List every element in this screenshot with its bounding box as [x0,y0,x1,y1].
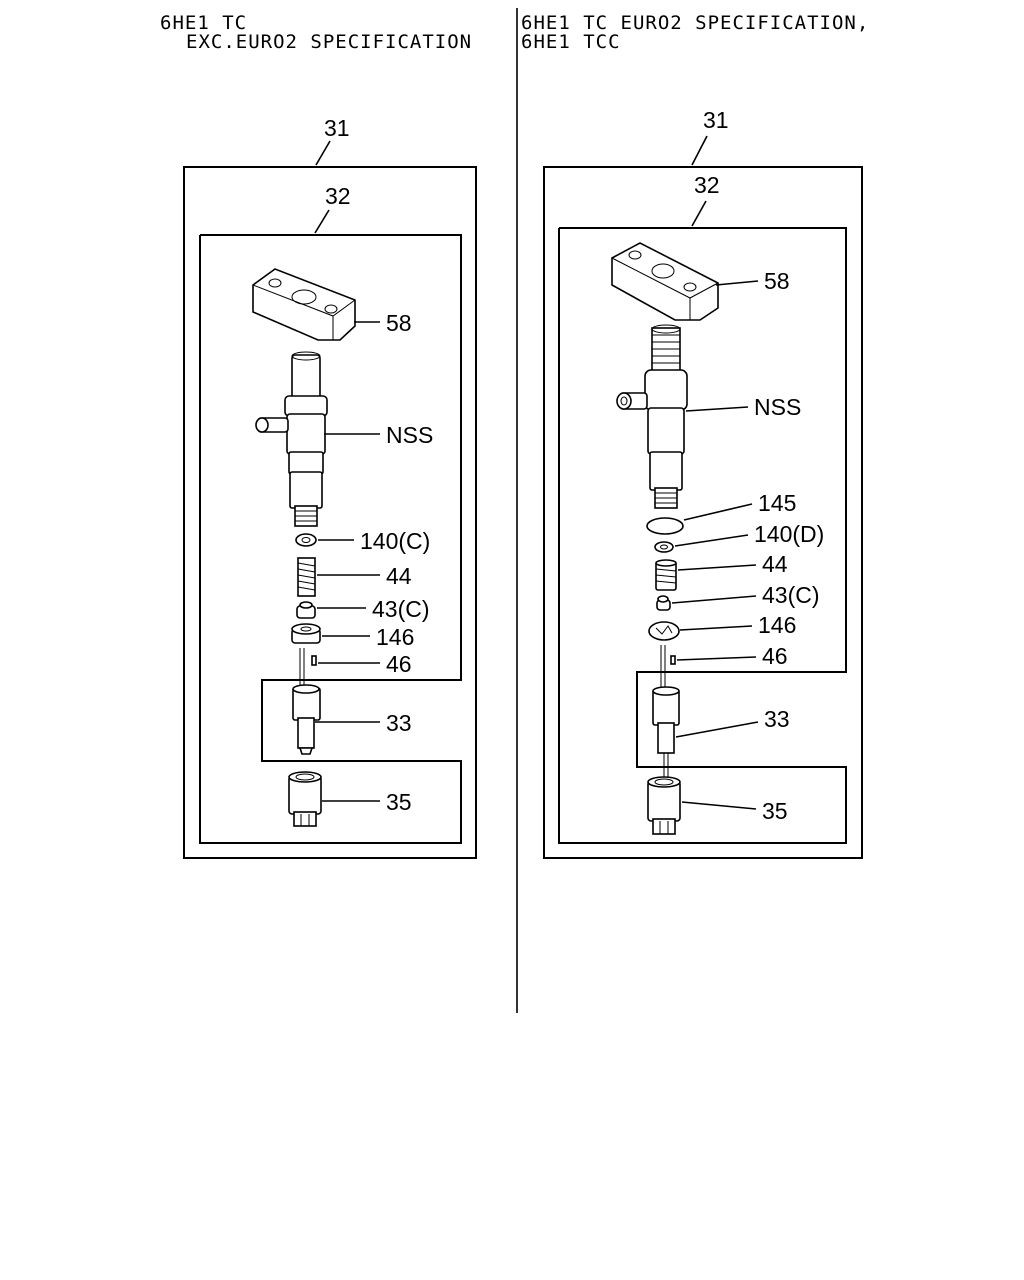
left-assembly-box [183,166,477,859]
left-label-washer: 140(C) [360,528,430,554]
left-label-bracket: 58 [386,310,412,336]
right-label-body: NSS [754,394,801,420]
right-header-line2: 6HE1 TCC [521,31,621,53]
right-label-bracket: 58 [764,268,790,294]
right-spring-part [655,559,677,591]
right-washer-part [654,541,674,553]
right-pin-part [670,655,676,665]
right-label-nozzle: 33 [764,706,790,732]
left-bracket-part [252,268,356,341]
left-label-seat: 43(C) [372,596,430,622]
left-label-pin: 46 [386,651,412,677]
right-label-washer: 140(D) [754,521,824,547]
left-panel: 6HE1 TC EXC.EURO2 SPECIFICATION 31 32 58 [160,12,477,859]
left-label-spring: 44 [386,563,412,589]
left-injector-body-part [255,351,328,527]
left-spacer-part [291,623,321,644]
right-oring-part [646,517,684,535]
left-header-line1: 6HE1 TC [160,12,247,34]
right-label-spring: 44 [762,551,788,577]
right-label-holder: 32 [694,172,720,198]
left-label-body: NSS [386,422,433,448]
left-label-spacer: 146 [376,624,414,650]
right-panel: 6HE1 TC EURO2 SPECIFICATION, 6HE1 TCC 31… [521,12,869,859]
right-label-oring: 145 [758,490,796,516]
right-assembly-box [543,166,863,859]
left-seat-part [296,601,316,619]
left-nozzle-part [292,648,321,755]
right-label-pin: 46 [762,643,788,669]
right-holder-box [558,227,847,844]
right-bracket-part [611,242,719,321]
right-header-line1: 6HE1 TC EURO2 SPECIFICATION, [521,12,869,34]
left-header-line2: EXC.EURO2 SPECIFICATION [186,31,472,53]
left-holder-box [199,234,462,844]
right-spacer-part [648,621,680,641]
right-seat-part [656,595,671,611]
right-injector-body-part [616,324,688,509]
left-label-holder: 32 [325,183,351,209]
left-label-nut: 35 [386,789,412,815]
right-label-spacer: 146 [758,612,796,638]
left-spring-part [297,557,316,597]
left-label-assembly: 31 [324,115,350,141]
right-label-seat: 43(C) [762,582,820,608]
left-label-nozzle: 33 [386,710,412,736]
right-nozzle-part [652,645,680,778]
right-label-nut: 35 [762,798,788,824]
right-nut-part [647,776,681,835]
left-washer-part [295,533,317,547]
right-label-assembly: 31 [703,107,729,133]
left-nut-part [288,771,322,827]
left-pin-part [311,655,317,666]
